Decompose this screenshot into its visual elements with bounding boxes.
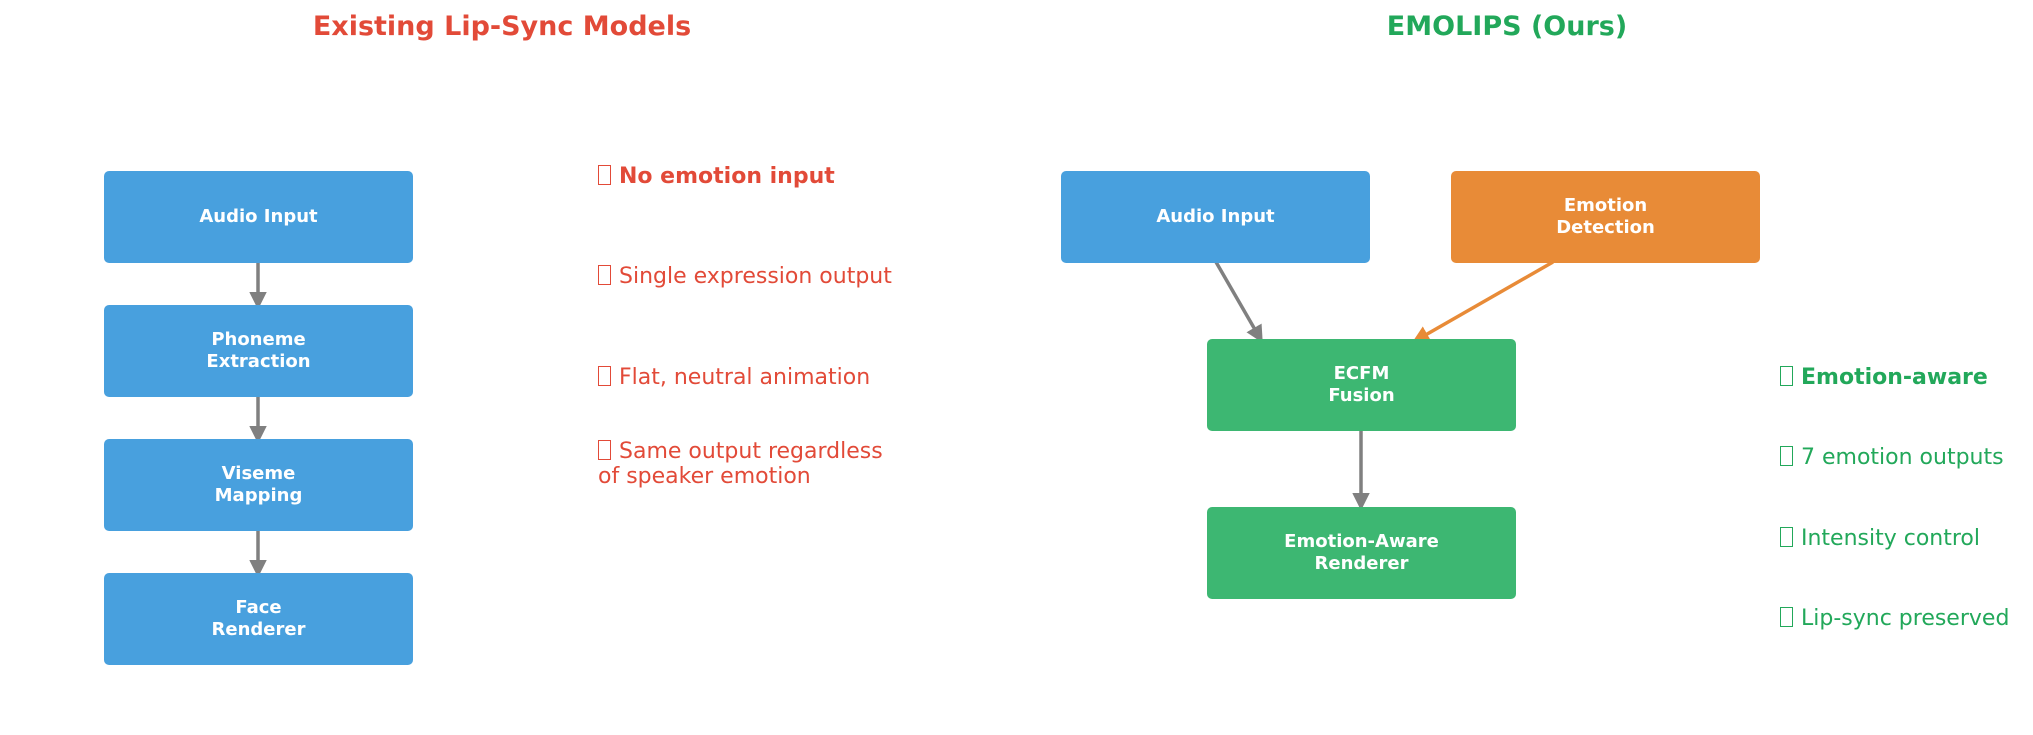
node-ecfm-fusion: ECFM Fusion bbox=[1207, 339, 1516, 431]
missing-glyph-icon bbox=[598, 440, 611, 460]
arrow-audio-to-fusion bbox=[1214, 261, 1263, 344]
note-text: No emotion input bbox=[619, 164, 835, 189]
missing-glyph-icon bbox=[1780, 527, 1793, 547]
note-same-output: Same output regardless of speaker emotio… bbox=[598, 439, 883, 489]
node-emotion-aware-renderer: Emotion-Aware Renderer bbox=[1207, 507, 1516, 599]
missing-glyph-icon bbox=[1780, 366, 1793, 386]
missing-glyph-icon bbox=[598, 366, 611, 386]
node-emotion-detection: Emotion Detection bbox=[1451, 171, 1760, 263]
note-text: Same output regardless of speaker emotio… bbox=[598, 439, 883, 489]
right-panel-title: EMOLIPS (Ours) bbox=[1386, 11, 1628, 42]
node-phoneme-extraction: Phoneme Extraction bbox=[104, 305, 413, 397]
left-panel-title: Existing Lip-Sync Models bbox=[312, 11, 692, 42]
arrow-emotion-to-fusion bbox=[1411, 260, 1554, 343]
note-emotion-outputs: 7 emotion outputs bbox=[1780, 445, 2004, 470]
note-flat-animation: Flat, neutral animation bbox=[598, 365, 870, 390]
missing-glyph-icon bbox=[1780, 446, 1793, 466]
note-no-emotion-input: No emotion input bbox=[598, 164, 835, 189]
note-text: Flat, neutral animation bbox=[619, 365, 871, 390]
note-lip-sync-preserved: Lip-sync preserved bbox=[1780, 606, 2009, 631]
note-text: Single expression output bbox=[619, 264, 892, 289]
node-audio-input-ours: Audio Input bbox=[1061, 171, 1370, 263]
note-text: Emotion-aware bbox=[1801, 365, 1988, 390]
missing-glyph-icon bbox=[598, 165, 611, 185]
missing-glyph-icon bbox=[598, 265, 611, 285]
note-text: Lip-sync preserved bbox=[1801, 606, 2010, 631]
node-audio-input: Audio Input bbox=[104, 171, 413, 263]
note-intensity-control: Intensity control bbox=[1780, 526, 1980, 551]
note-text: 7 emotion outputs bbox=[1801, 445, 2004, 470]
note-text: Intensity control bbox=[1801, 526, 1981, 551]
missing-glyph-icon bbox=[1780, 607, 1793, 627]
node-face-renderer: Face Renderer bbox=[104, 573, 413, 665]
note-emotion-aware: Emotion-aware bbox=[1780, 365, 1988, 390]
node-viseme-mapping: Viseme Mapping bbox=[104, 439, 413, 531]
note-single-expression: Single expression output bbox=[598, 264, 892, 289]
